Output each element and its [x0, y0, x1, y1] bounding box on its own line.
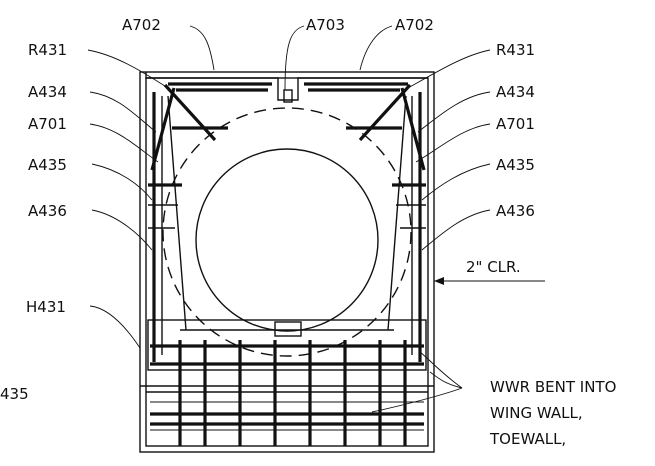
- label-a435-left: A435: [28, 156, 67, 174]
- top-slab-rebar: [145, 72, 428, 171]
- label-a435-right: A435: [496, 156, 535, 174]
- label-r431-right: R431: [496, 41, 535, 59]
- bottom-slab-rebar: [147, 319, 427, 446]
- label-clearance: 2" CLR.: [466, 258, 521, 276]
- label-a436-left: A436: [28, 202, 67, 220]
- label-wwr-line3: TOEWALL,: [489, 430, 566, 448]
- label-a701-left: A701: [28, 115, 67, 133]
- leader-lines: [87, 25, 545, 413]
- side-wall-rebar: [148, 92, 426, 362]
- label-a701-right: A701: [496, 115, 535, 133]
- label-h431: H431: [26, 298, 66, 316]
- label-a436-right: A436: [496, 202, 535, 220]
- label-r431-left: R431: [28, 41, 67, 59]
- label-a434-right: A434: [496, 83, 535, 101]
- label-a703: A703: [306, 16, 345, 34]
- label-a434-left: A434: [28, 83, 67, 101]
- pipe-opening: [162, 107, 412, 357]
- label-a702-left: A702: [122, 16, 161, 34]
- label-partial-435: 435: [0, 385, 29, 403]
- label-wwr-line2: WING WALL,: [490, 404, 583, 422]
- label-a702-right: A702: [395, 16, 434, 34]
- label-wwr-line1: WWR BENT INTO: [490, 378, 616, 396]
